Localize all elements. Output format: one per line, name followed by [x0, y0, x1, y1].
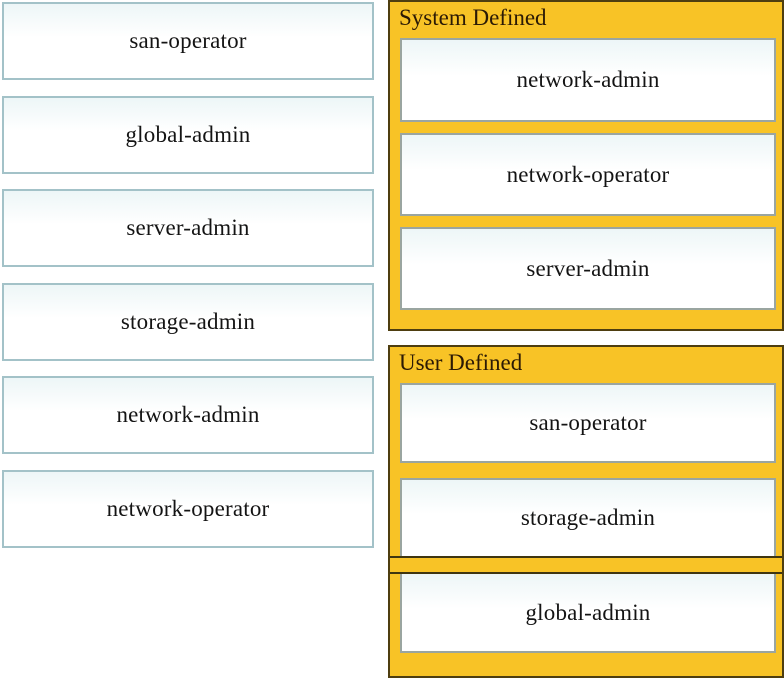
role-option-server-admin[interactable]: server-admin — [2, 189, 374, 267]
user-defined-dropzone[interactable]: User Defined san-operator storage-admin … — [388, 345, 784, 678]
slot-label: server-admin — [526, 255, 650, 281]
role-option-label: san-operator — [129, 28, 247, 53]
system-defined-slot-network-admin[interactable]: network-admin — [400, 38, 776, 122]
user-defined-slot-san-operator[interactable]: san-operator — [400, 383, 776, 463]
role-option-label: network-admin — [116, 402, 260, 427]
system-defined-title: System Defined — [399, 5, 547, 30]
role-option-global-admin[interactable]: global-admin — [2, 96, 374, 174]
slot-label: network-admin — [516, 67, 660, 92]
slot-label: san-operator — [529, 410, 647, 435]
role-option-network-operator[interactable]: network-operator — [2, 470, 374, 548]
role-option-storage-admin[interactable]: storage-admin — [2, 283, 374, 361]
role-option-label: server-admin — [126, 215, 250, 240]
user-defined-slot-storage-admin[interactable]: storage-admin — [400, 478, 776, 558]
role-option-san-operator[interactable]: san-operator — [2, 2, 374, 80]
slot-label: storage-admin — [520, 505, 656, 530]
user-defined-title: User Defined — [399, 350, 523, 375]
slot-label: global-admin — [525, 599, 651, 625]
role-option-label: network-operator — [106, 496, 270, 521]
seam-line — [390, 572, 782, 574]
role-option-network-admin[interactable]: network-admin — [2, 376, 374, 454]
system-defined-dropzone[interactable]: System Defined network-admin network-ope… — [388, 0, 784, 331]
user-defined-slot-global-admin[interactable]: global-admin — [400, 572, 776, 653]
role-option-label: global-admin — [125, 122, 251, 147]
seam-line — [390, 556, 782, 558]
slot-label: network-operator — [506, 161, 670, 187]
system-defined-slot-network-operator[interactable]: network-operator — [400, 133, 776, 216]
role-option-label: storage-admin — [120, 309, 256, 334]
system-defined-slot-server-admin[interactable]: server-admin — [400, 227, 776, 310]
